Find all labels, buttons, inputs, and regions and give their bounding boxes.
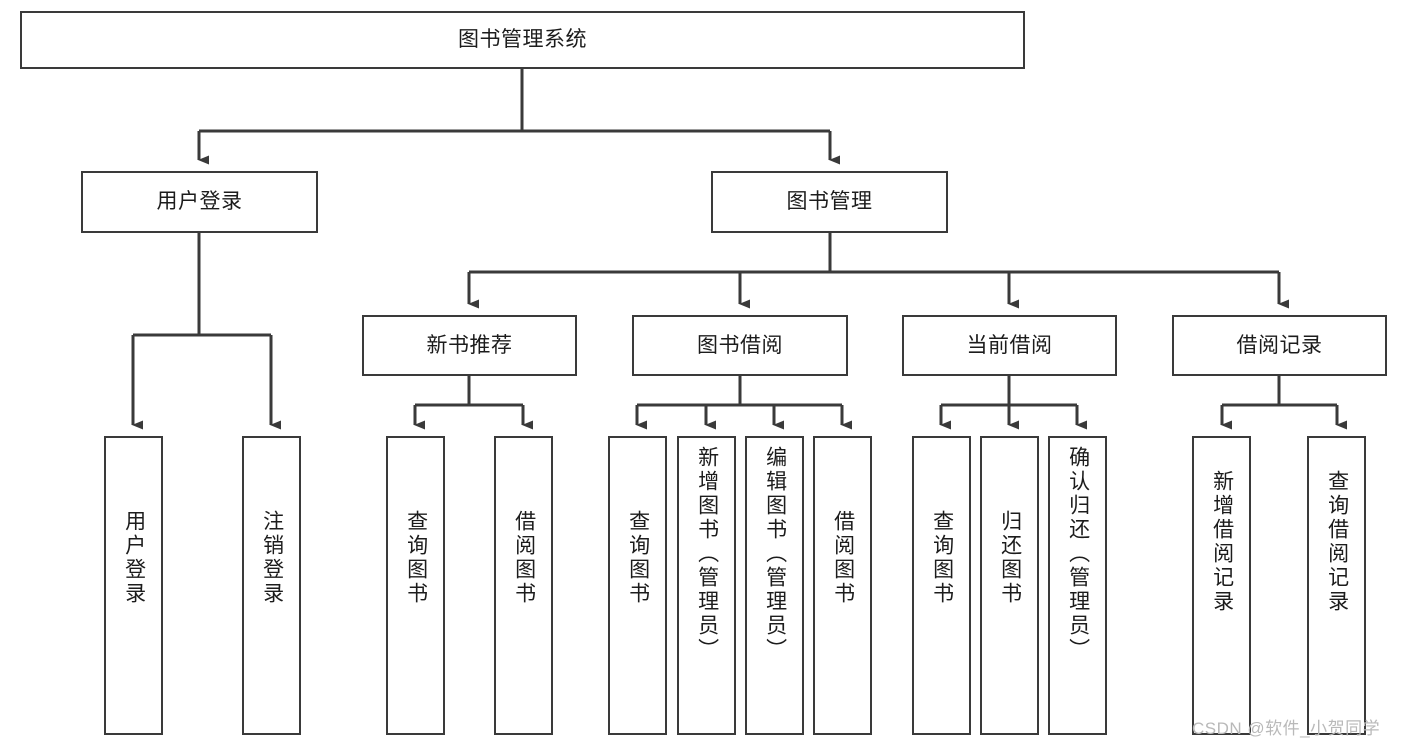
node-label: 当前借阅 xyxy=(966,333,1053,357)
node-new-book-recommend[interactable]: 新书推荐 xyxy=(362,315,577,376)
node-borrow-record[interactable]: 借阅记录 xyxy=(1172,315,1387,376)
node-root-system[interactable]: 图书管理系统 xyxy=(20,11,1025,69)
node-label: 用户登录 xyxy=(156,190,243,214)
node-label: 新增借阅记录 xyxy=(1210,470,1234,614)
node-leaf-confirm-return[interactable]: 确认归还（管理员） xyxy=(1048,436,1107,735)
node-label: 借阅记录 xyxy=(1236,333,1323,357)
node-leaf-borrow-book-2[interactable]: 借阅图书 xyxy=(813,436,872,735)
node-leaf-add-book[interactable]: 新增图书（管理员） xyxy=(677,436,736,735)
node-leaf-query-book-2[interactable]: 查询图书 xyxy=(608,436,667,735)
node-current-borrow[interactable]: 当前借阅 xyxy=(902,315,1117,376)
node-label: 新书推荐 xyxy=(426,333,513,357)
node-book-manage[interactable]: 图书管理 xyxy=(711,171,948,233)
node-leaf-query-book-3[interactable]: 查询图书 xyxy=(912,436,971,735)
node-user-login[interactable]: 用户登录 xyxy=(81,171,318,233)
node-leaf-user-login[interactable]: 用户登录 xyxy=(104,436,163,735)
node-label: 图书管理系统 xyxy=(458,28,587,52)
node-leaf-return-book[interactable]: 归还图书 xyxy=(980,436,1039,735)
node-label: 编辑图书（管理员） xyxy=(763,446,787,662)
node-label: 查询图书 xyxy=(930,510,954,606)
node-leaf-logout[interactable]: 注销登录 xyxy=(242,436,301,735)
node-label: 新增图书（管理员） xyxy=(695,446,719,662)
node-leaf-borrow-book-1[interactable]: 借阅图书 xyxy=(494,436,553,735)
node-label: 查询借阅记录 xyxy=(1325,470,1349,614)
node-label: 用户登录 xyxy=(122,510,146,606)
node-label: 图书借阅 xyxy=(697,333,783,357)
node-label: 图书管理 xyxy=(786,190,873,214)
node-label: 借阅图书 xyxy=(512,510,536,606)
node-label: 归还图书 xyxy=(998,510,1022,606)
node-leaf-add-record[interactable]: 新增借阅记录 xyxy=(1192,436,1251,735)
node-label: 注销登录 xyxy=(260,510,284,606)
node-leaf-query-record[interactable]: 查询借阅记录 xyxy=(1307,436,1366,735)
node-label: 确认归还（管理员） xyxy=(1066,446,1090,662)
node-label: 查询图书 xyxy=(626,510,650,606)
node-leaf-query-book-1[interactable]: 查询图书 xyxy=(386,436,445,735)
node-label: 借阅图书 xyxy=(831,510,855,606)
node-book-borrow[interactable]: 图书借阅 xyxy=(632,315,848,376)
watermark-csdn: CSDN @软件_小贺同学 xyxy=(1192,719,1381,738)
node-leaf-edit-book[interactable]: 编辑图书（管理员） xyxy=(745,436,804,735)
node-label: 查询图书 xyxy=(404,510,428,606)
